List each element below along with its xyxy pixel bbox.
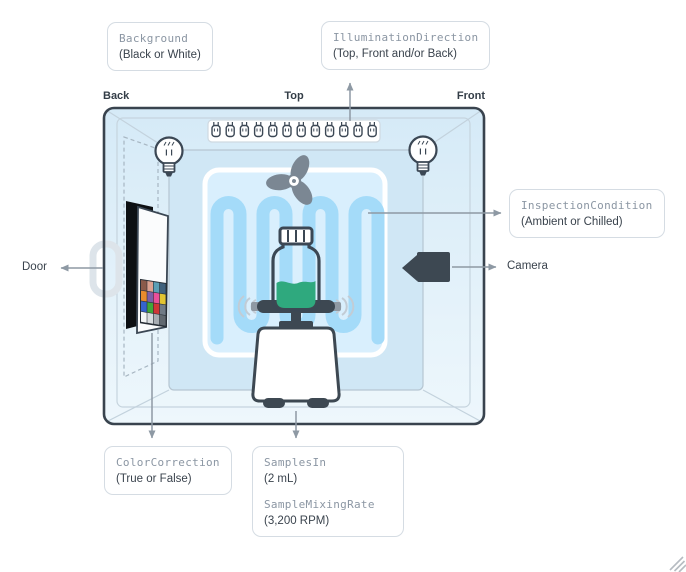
callout-samples: SamplesIn (2 mL) SampleMixingRate (3,200…	[252, 446, 404, 538]
perspective-lines	[105, 109, 483, 423]
vortex-mixer	[237, 295, 355, 408]
callout-background: Background (Black or White)	[107, 22, 213, 72]
fan-icon	[266, 155, 313, 205]
param-background: Background	[119, 32, 189, 45]
door-handle-icon	[89, 240, 123, 298]
param-samples-in-options: (2 mL)	[264, 473, 298, 486]
bottle-body	[271, 244, 321, 312]
sample-bottle	[271, 226, 321, 312]
chamber-border	[102, 106, 486, 426]
param-illumination-direction: IlluminationDirection	[333, 31, 479, 44]
callout-inspection-condition: InspectionCondition (Ambient or Chilled)	[509, 189, 665, 239]
param-sample-mixing-rate-options: (3,200 RPM)	[264, 515, 330, 528]
callout-illumination-direction: IlluminationDirection (Top, Front and/or…	[321, 21, 491, 71]
led-strip-bar	[207, 119, 381, 143]
orientation-label-top: Top	[284, 90, 304, 102]
mixer-body	[251, 326, 341, 403]
param-color-correction-options: (True or False)	[116, 473, 192, 486]
color-checker	[140, 278, 167, 328]
param-sample-mixing-rate: SampleMixingRate	[264, 498, 375, 512]
param-illumination-direction-options: (Top, Front and/or Back)	[333, 48, 457, 61]
callout-color-correction: ColorCorrection (True or False)	[104, 446, 232, 496]
background-panel	[126, 201, 169, 335]
orientation-label-back: Back	[103, 90, 130, 102]
color-checker-cells	[141, 280, 166, 326]
camera-icon	[402, 252, 450, 282]
param-inspection-condition-options: (Ambient or Chilled)	[521, 216, 623, 229]
param-inspection-condition: InspectionCondition	[521, 199, 653, 212]
led-strip	[207, 119, 381, 143]
param-background-options: (Black or White)	[119, 49, 201, 62]
camera-label: Camera	[507, 260, 548, 272]
param-samples-in: SamplesIn	[264, 456, 327, 469]
resize-grip-icon	[669, 556, 686, 572]
door-label: Door	[22, 261, 47, 273]
param-color-correction: ColorCorrection	[116, 456, 220, 469]
background-panel-zone	[123, 136, 159, 378]
bottle-liquid	[276, 281, 316, 308]
orientation-label-front: Front	[456, 90, 485, 102]
